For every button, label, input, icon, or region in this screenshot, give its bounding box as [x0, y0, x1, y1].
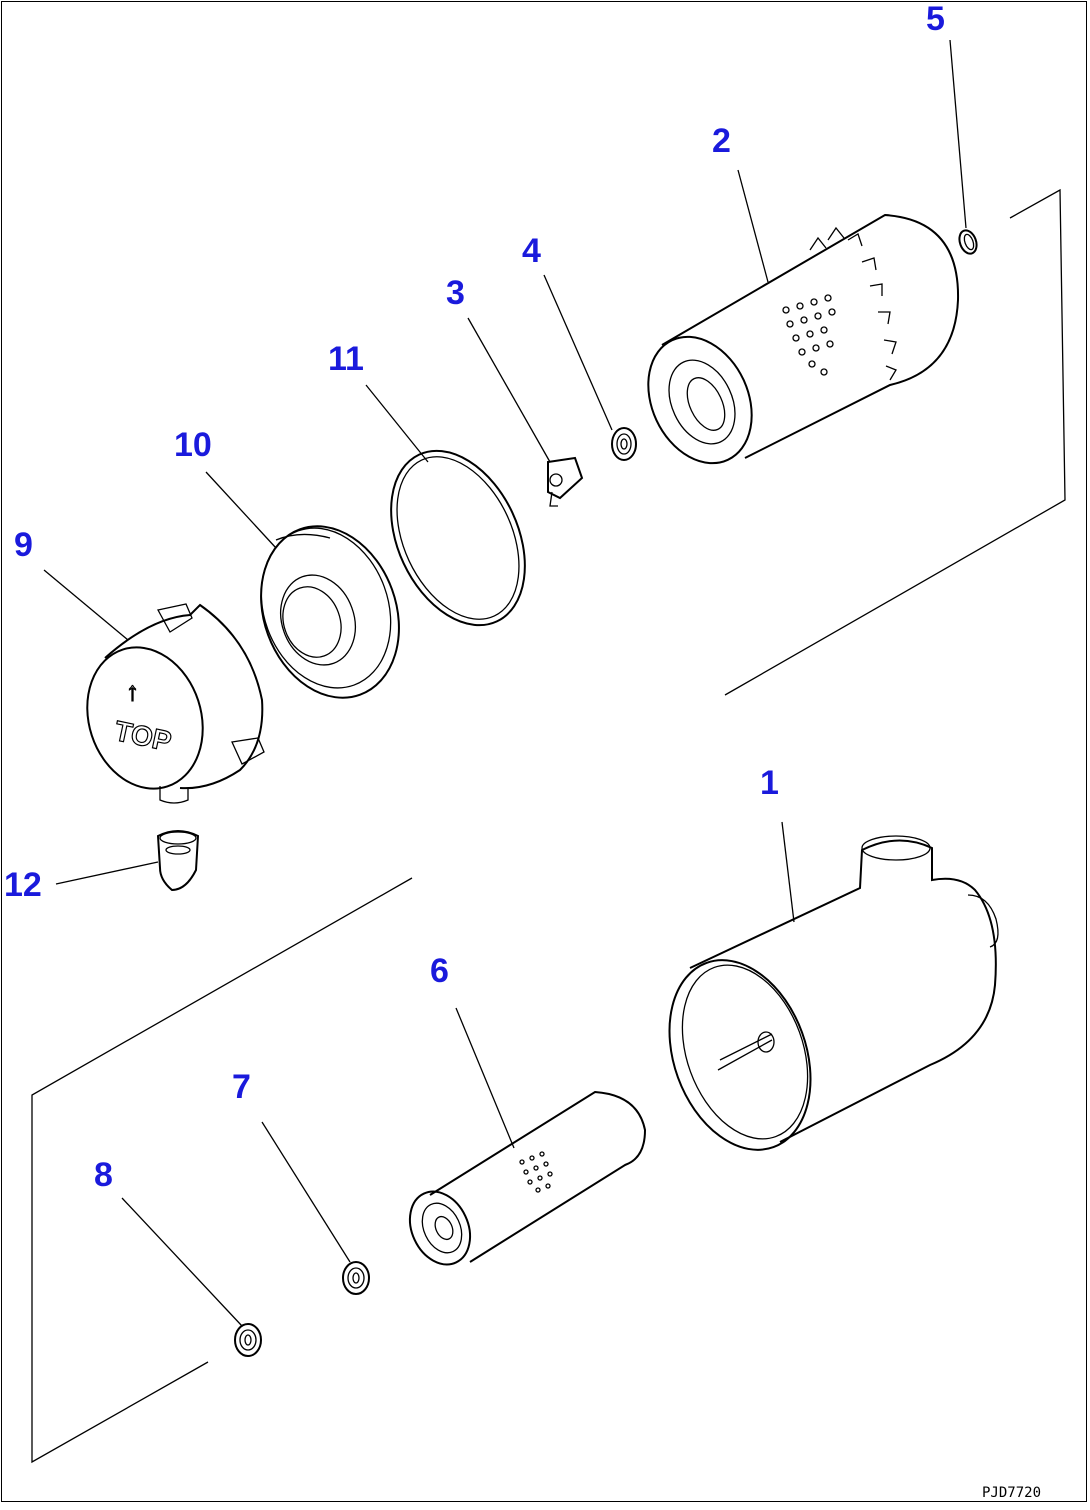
part-1-body: [668, 835, 999, 1151]
callout-5: 5: [926, 0, 945, 38]
cover-top-label: TOP: [112, 715, 174, 757]
part-11-large-o-ring: [390, 449, 526, 627]
cover-arrow-label: ↑: [126, 676, 139, 706]
callout-numbers: 5 2 4 3 11 10 9 12 1 6 7 8: [4, 0, 945, 1194]
part-6-inner-element: [408, 1090, 647, 1266]
callout-3: 3: [446, 274, 465, 312]
callout-2: 2: [712, 122, 731, 160]
callout-9: 9: [14, 526, 33, 564]
callout-12: 12: [4, 866, 42, 904]
upper-group-bracket: [724, 188, 1066, 696]
callout-6: 6: [430, 952, 449, 990]
part-5-o-ring: [958, 229, 978, 255]
part-2-outer-element: [647, 213, 960, 465]
callout-8: 8: [94, 1156, 113, 1194]
part-8-nut: [234, 1323, 262, 1357]
part-9-cover: ↑ TOP: [86, 603, 265, 804]
callout-4: 4: [522, 232, 541, 270]
drawing-code: PJD7720: [982, 1485, 1041, 1501]
part-7-nut: [342, 1261, 370, 1295]
leader-lines: [43, 39, 967, 1327]
callout-10: 10: [174, 426, 212, 464]
callout-1: 1: [760, 764, 779, 802]
part-10-baffle: [260, 525, 400, 699]
callout-7: 7: [232, 1068, 251, 1106]
part-4-nut: [611, 427, 637, 461]
lower-group-bracket: [31, 877, 413, 1464]
part-12-evacuator-valve: [156, 830, 200, 892]
callout-11: 11: [328, 340, 364, 378]
part-3-clip: [547, 456, 584, 507]
